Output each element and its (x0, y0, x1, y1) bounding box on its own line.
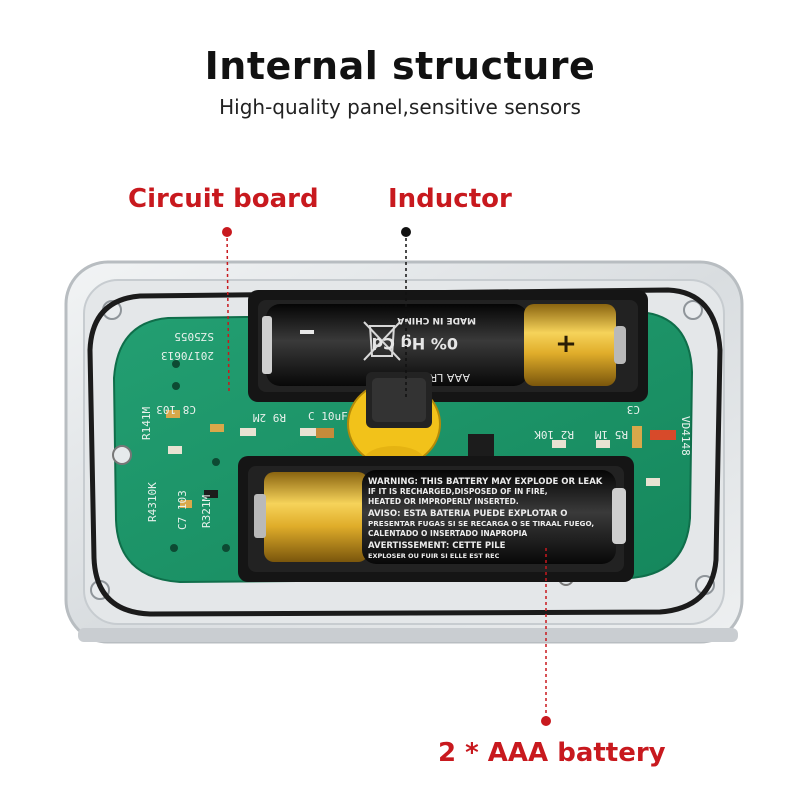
pcb-c3: C3 (627, 403, 640, 416)
label-inductor: Inductor (388, 184, 512, 214)
label-battery: 2 * AAA battery (438, 738, 666, 768)
pcb-date-code: 20170613 (161, 349, 214, 362)
page-title: Internal structure (204, 44, 596, 88)
battery-aviso-3: CALENTADO O INSERTADO INAPROPIA (368, 529, 527, 538)
recycle-bin-icon (363, 321, 401, 361)
pcb-diode: VD4148 (679, 416, 692, 456)
battery-aviso-1: AVISO: ESTA BATERIA PUEDE EXPLOTAR O (368, 509, 567, 519)
pcb-board-id: SZ5055 (174, 330, 214, 343)
battery-top: + MADE IN CHINA 0% Hg Cd AAA LR03 AM4 (262, 304, 626, 386)
case-screws (90, 300, 715, 600)
pcb-r5: R5 1M (595, 428, 628, 441)
battery-warning-3: HEATED OR IMPROPERLY INSERTED. (368, 497, 519, 506)
pcb-r43: R4310K (146, 482, 159, 522)
label-circuit-board: Circuit board (128, 184, 319, 214)
battery-avert-1: AVERTISSEMENT: CETTE PILE (368, 541, 506, 551)
callout-battery-pointer (541, 548, 551, 726)
callout-circuit-board-pointer (222, 227, 232, 393)
pcb-c8: C8 103 (156, 403, 196, 416)
pcb-r41: R141M (140, 407, 153, 440)
pcb-c7: C7 103 (176, 490, 189, 530)
battery-top-hg: 0% Hg Cd (372, 334, 458, 353)
pcb-c10: C 10uF (308, 410, 348, 423)
battery-warning-2: IF IT IS RECHARGED,DISPOSED OF IN FIRE, (368, 487, 548, 496)
battery-avert-2: EXPLOSER OU FUIR SI ELLE EST REC (368, 552, 500, 560)
page-subtitle: High-quality panel,sensitive sensors (219, 95, 581, 119)
pcb-r2: R2 10K (534, 428, 574, 441)
pcb-r9: R9 2M (253, 411, 286, 424)
callout-inductor-pointer (401, 227, 411, 400)
battery-top-plus: + (555, 329, 577, 359)
battery-aviso-2: PRESENTAR FUGAS SI SE RECARGA O SE TIRAA… (368, 519, 594, 528)
battery-top-made-in: MADE IN CHINA (397, 315, 476, 325)
battery-bottom: WARNING: THIS BATTERY MAY EXPLODE OR LEA… (254, 470, 626, 564)
gasket-seal (87, 287, 723, 617)
pcb-r32: R321M (200, 495, 213, 528)
inductor (347, 372, 441, 474)
battery-warning-1: WARNING: THIS BATTERY MAY EXPLODE OR LEA… (368, 477, 603, 487)
